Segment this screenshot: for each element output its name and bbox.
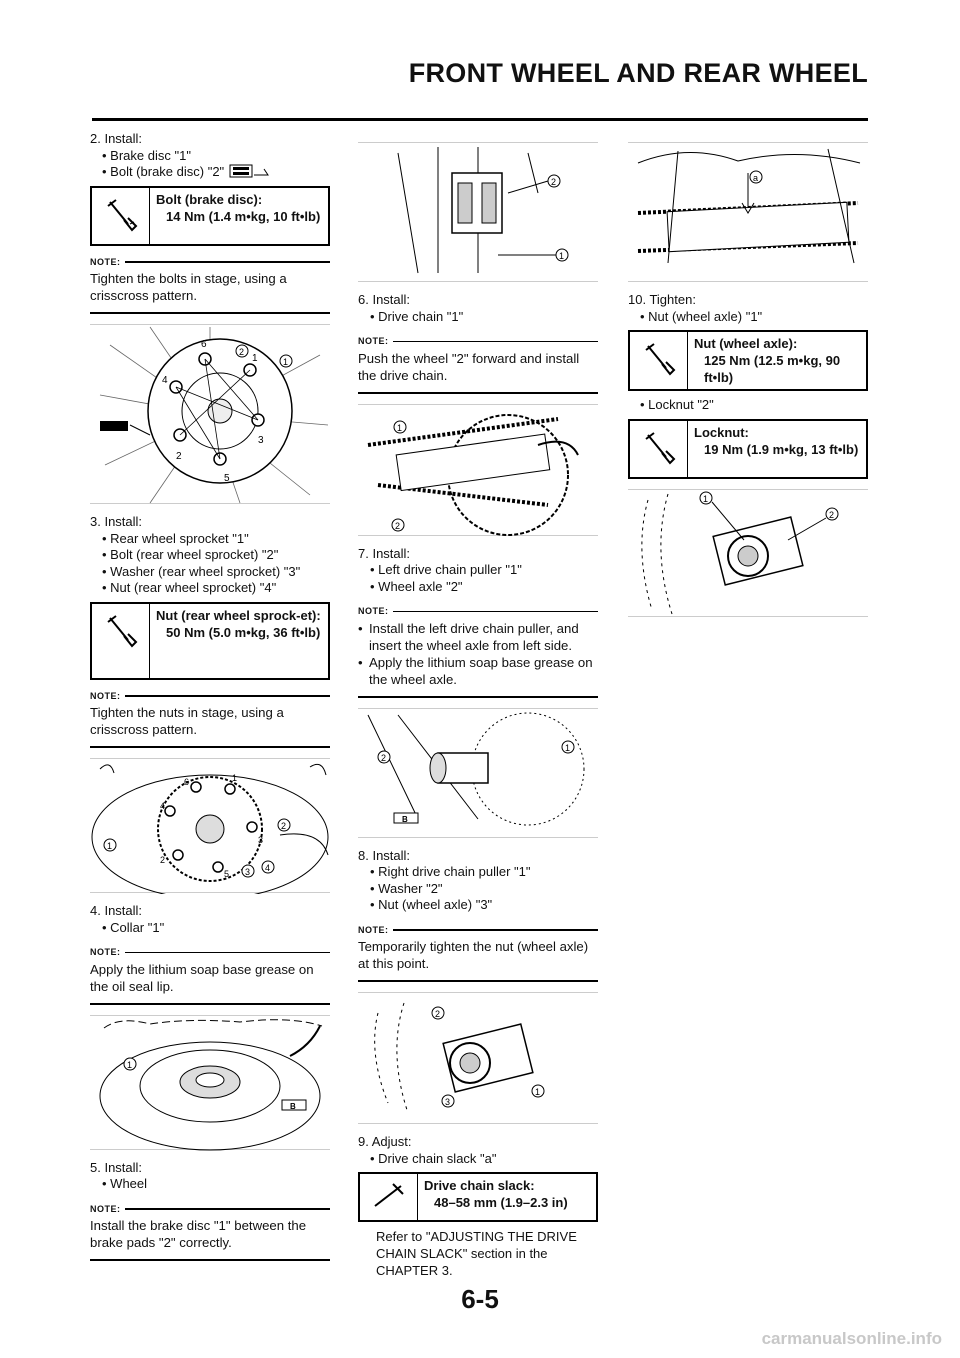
step-2: 2. Install: • Brake disc "1" • Bolt (bra… [90,131,330,181]
page-title: FRONT WHEEL AND REAR WHEEL [408,58,868,88]
note: NOTE: Tighten the nuts in stage, using a… [90,688,330,748]
page-number: 6-5 [461,1284,499,1314]
step-8: 8. Install: • Right drive chain puller "… [358,848,598,914]
svg-text:1: 1 [127,1060,132,1070]
svg-text:1: 1 [107,841,112,851]
svg-text:1: 1 [397,423,402,433]
svg-text:3: 3 [258,835,263,845]
list-item: • Collar "1" [102,919,165,935]
chain-puller-figure: 1 2 B [358,707,598,838]
fig-label: 3 [258,435,264,446]
torque-wrench-icon [106,614,137,647]
loctite-icon [229,164,269,178]
drive-chain-figure: 1 2 [358,403,598,536]
note: NOTE: Install the brake disc "1" between… [90,1201,330,1261]
list-item: • Washer (rear wheel sprocket) "3" [102,563,301,579]
brake-disc-figure: 6 1 3 5 2 4 2 1 [90,324,330,504]
collar-figure: 1 B [90,1014,330,1150]
list-item: • Wheel axle "2" [370,578,463,594]
torque-spec-bolt-brake-disc: Bolt (brake disc):14 Nm (1.4 m•kg, 10 ft… [90,185,330,246]
right-puller-figure: 2 1 3 [358,992,598,1124]
step-6: 6. Install: • Drive chain "1" [358,292,598,325]
svg-text:2: 2 [829,510,834,520]
list-item: • Bolt (rear wheel sprocket) "2" [102,547,279,562]
step-title: 2. Install: [90,131,143,146]
note: NOTE: Tighten the bolts in stage, using … [90,254,330,314]
svg-text:2: 2 [435,1009,440,1019]
svg-text:2: 2 [395,521,400,531]
note: NOTE: Push the wheel "2" forward and ins… [358,333,598,394]
svg-text:1: 1 [535,1087,540,1097]
svg-text:3: 3 [445,1097,450,1107]
measure-icon [373,1183,404,1207]
list-item: • Drive chain slack "a" [370,1150,497,1166]
torque-spec-nut-wheel-axle: Nut (wheel axle):125 Nm (12.5 m•kg, 90 f… [628,330,868,391]
fig-label: 5 [224,473,230,484]
torque-wrench-icon [644,431,675,464]
fig-label: 2 [176,451,182,462]
torque-spec-locknut: Locknut:19 Nm (1.9 m•kg, 13 ft•lb) [628,418,868,479]
svg-text:2: 2 [281,821,286,831]
svg-text:1: 1 [283,357,288,367]
svg-text:5: 5 [224,869,229,879]
svg-text:6: 6 [184,777,189,787]
svg-text:1: 1 [232,773,237,783]
list-item: • Rear wheel sprocket "1" [102,530,249,546]
step-4: 4. Install: • Collar "1" [90,903,330,936]
list-item: • Washer "2" [370,880,443,896]
step-10: 10. Tighten: • Nut (wheel axle) "1" [628,292,868,325]
reference-note: Refer to "ADJUSTING THE DRIVE CHAIN SLAC… [376,1229,577,1278]
svg-text:1: 1 [559,251,564,261]
svg-text:4: 4 [160,801,165,811]
list-item: • Wheel [102,1176,148,1191]
torque-wrench-icon [644,343,675,376]
watermark: carmanualsonline.info [761,1329,942,1348]
header-rule [92,118,868,121]
svg-text:2: 2 [160,855,165,865]
note: NOTE: Install the left drive chain pulle… [358,603,598,698]
rear-sprocket-figure: 6 1 3 5 2 4 1 2 3 4 [90,758,330,894]
svg-text:3: 3 [245,867,250,877]
list-item: • Nut (rear wheel sprocket) "4" [102,580,277,595]
fig-label: 1 [252,353,258,364]
svg-text:2: 2 [239,347,244,357]
spec-drive-chain-slack: Drive chain slack:48–58 mm (1.9–2.3 in) [358,1172,598,1222]
list-item: • Right drive chain puller "1" [370,864,531,879]
fig-label: 4 [162,375,168,386]
svg-text:4: 4 [265,863,270,873]
column-2: 2 1 6. Install: • Drive chain "1" NOTE: … [358,128,598,1279]
column-1: 2. Install: • Brake disc "1" • Bolt (bra… [90,128,330,1261]
list-item: • Locknut "2" [640,397,714,412]
column-3: a 10. Tighten: • Nut (wheel axle) "1" Nu… [628,128,868,627]
note: NOTE: Apply the lithium soap base grease… [90,944,330,1005]
step-9: 9. Adjust: • Drive chain slack "a" [358,1134,598,1167]
list-item: • Nut (wheel axle) "1" [640,308,763,324]
step-3: 3. Install: • Rear wheel sprocket "1" • … [90,514,330,597]
svg-text:2: 2 [381,753,386,763]
torque-spec-nut-rear-wheel-sprocket: Nut (rear wheel sprock-et):50 Nm (5.0 m•… [90,601,330,680]
list-item: • Nut (wheel axle) "3" [370,897,493,912]
note: NOTE: Temporarily tighten the nut (wheel… [358,922,598,982]
brake-caliper-figure: 2 1 [358,142,598,282]
step-7: 7. Install: • Left drive chain puller "1… [358,546,598,596]
list-item: • Drive chain "1" [370,308,464,324]
list-item: • Left drive chain puller "1" [370,562,522,577]
svg-text:B: B [402,815,408,824]
torque-wrench-icon [106,198,137,231]
svg-text:2: 2 [551,177,556,187]
svg-text:1: 1 [703,494,708,504]
step-5: 5. Install: • Wheel [90,1160,330,1193]
svg-text:1: 1 [565,743,570,753]
wheel-axle-nut-figure: 1 2 [628,488,868,617]
svg-text:a: a [753,173,758,183]
list-item: • Bolt (brake disc) "2" [90,164,330,181]
svg-text:B: B [290,1102,296,1111]
chain-slack-figure: a [628,142,868,282]
fig-label: 6 [201,339,207,350]
list-item: • Brake disc "1" [102,147,191,163]
